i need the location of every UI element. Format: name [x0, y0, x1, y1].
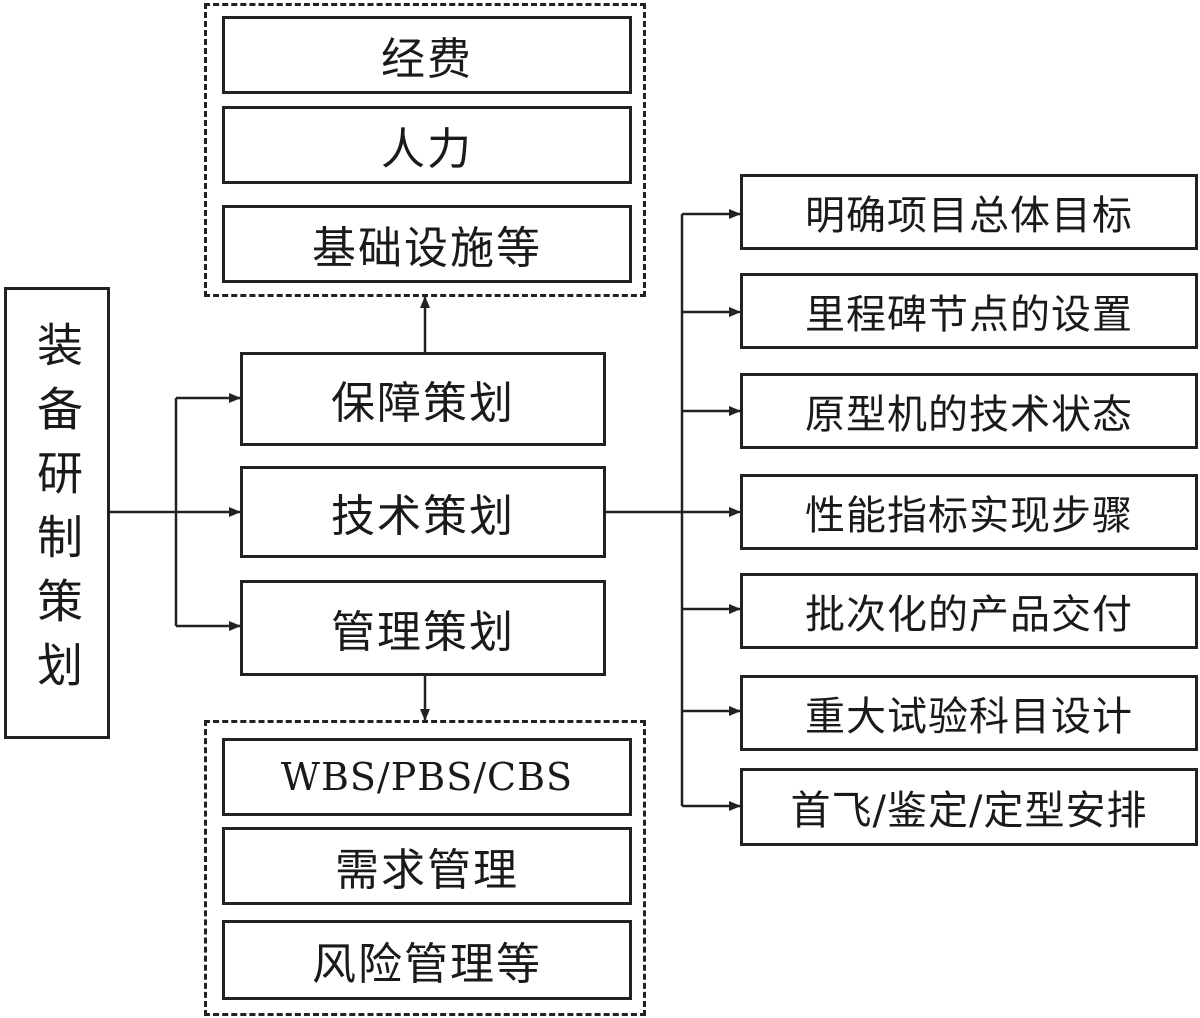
support-item-funding: 经费 — [222, 16, 632, 94]
technical-item-performance-steps: 性能指标实现步骤 — [740, 474, 1198, 550]
technical-item-flight-schedule: 首飞/鉴定/定型安排 — [740, 768, 1198, 846]
technical-item-milestones: 里程碑节点的设置 — [740, 273, 1198, 349]
management-group — [204, 720, 646, 1016]
management-planning-node: 管理策划 — [240, 580, 606, 676]
support-item-manpower: 人力 — [222, 106, 632, 184]
support-group — [204, 3, 646, 297]
technical-item-overall-goal: 明确项目总体目标 — [740, 174, 1198, 250]
technical-planning-node: 技术策划 — [240, 466, 606, 558]
support-item-infrastructure: 基础设施等 — [222, 205, 632, 283]
technical-item-major-tests: 重大试验科目设计 — [740, 675, 1198, 751]
management-item-risk: 风险管理等 — [222, 920, 632, 1000]
support-planning-node: 保障策划 — [240, 352, 606, 446]
technical-item-prototype-status: 原型机的技术状态 — [740, 373, 1198, 449]
management-item-breakdown: WBS/PBS/CBS — [222, 738, 632, 816]
technical-item-batch-delivery: 批次化的产品交付 — [740, 573, 1198, 649]
management-item-requirements: 需求管理 — [222, 827, 632, 905]
root-node: 装备研制策划 — [4, 287, 110, 739]
